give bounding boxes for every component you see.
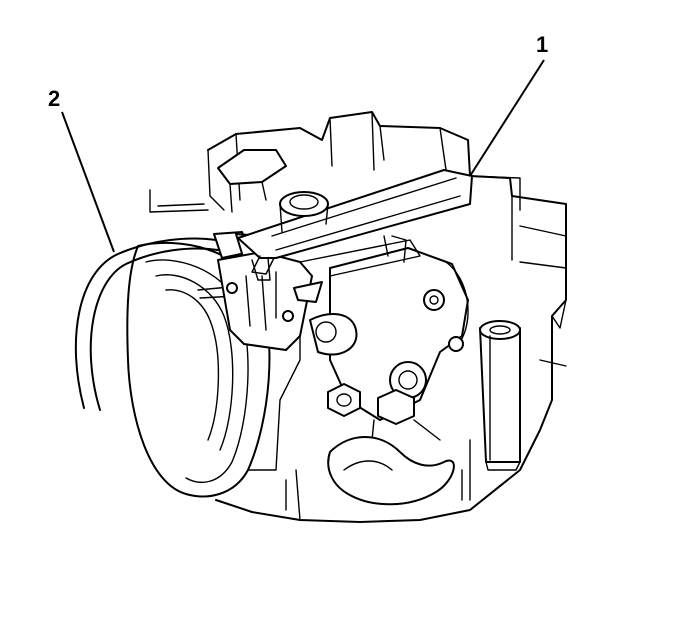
throttle-linkage: [293, 235, 469, 421]
callout-1-label: 1: [536, 32, 549, 57]
engine-block-outline: [149, 111, 567, 523]
right-post: [479, 320, 521, 471]
upper-boss: [217, 149, 329, 233]
lower-fasteners: [327, 383, 441, 461]
tool-1: [237, 169, 473, 275]
lower-bracket: [327, 436, 455, 506]
callout-1-leader: [469, 59, 545, 177]
callout-2-label: 2: [48, 86, 61, 111]
callout-2-leader: [61, 111, 115, 253]
